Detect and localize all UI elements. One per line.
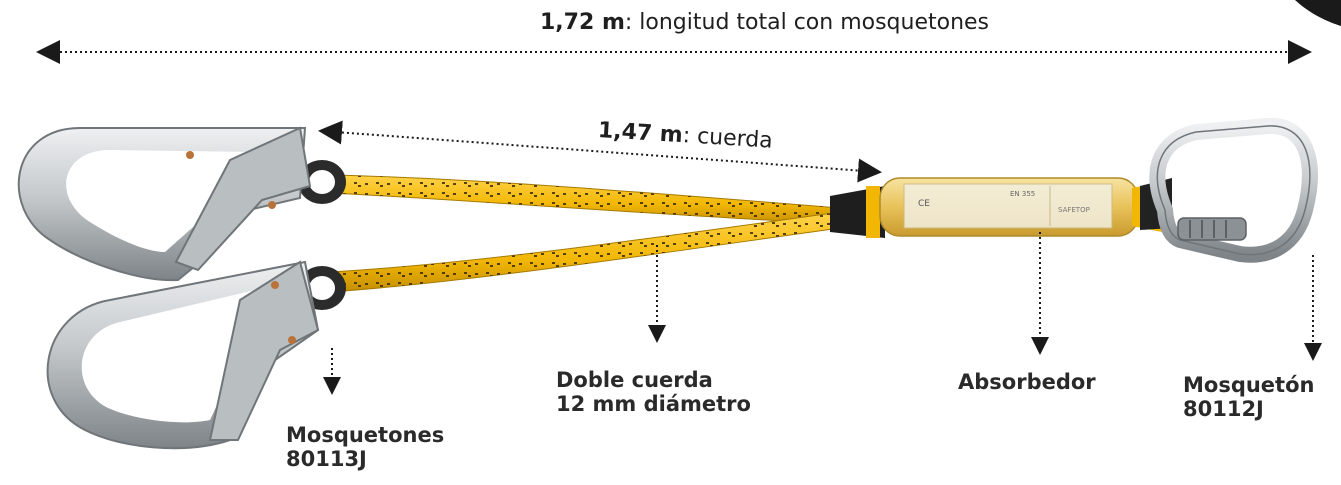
total-length-text: : longitud total con mosquetones: [624, 10, 990, 35]
absorber-callout: Absorbedor: [958, 370, 1096, 394]
rope-callout-line1: Doble cuerda: [556, 368, 713, 392]
absorber-callout-line1: Absorbedor: [958, 370, 1096, 394]
lower-scaffold-hook: [46, 260, 320, 450]
corner-decoration: [1295, 0, 1341, 26]
carabiner-callout-line2: 80112J: [1183, 397, 1264, 421]
hooks-callout-line2: 80113J: [286, 447, 367, 471]
rope-junction-band: [866, 186, 880, 238]
carabiner-callout: Mosquetón 80112J: [1183, 373, 1314, 421]
screw-carabiner: [1149, 117, 1318, 263]
carabiner-callout-line1: Mosquetón: [1183, 373, 1315, 397]
hooks-callout: Mosquetones 80113J: [286, 423, 444, 471]
rope-callout-line2: 12 mm diámetro: [556, 392, 751, 416]
absorber-standard: EN 355: [1010, 190, 1035, 198]
lower-rope: [329, 211, 841, 293]
upper-scaffold-hook: [17, 126, 312, 282]
total-length-label: 1,72 m: longitud total con mosquetones: [540, 10, 989, 35]
rope-callout: Doble cuerda 12 mm diámetro: [556, 368, 751, 416]
absorber-ce-mark: CE: [918, 199, 930, 209]
hooks-callout-line1: Mosquetones: [286, 423, 445, 447]
rope-length-value: 1,47 m: [597, 118, 684, 149]
energy-absorber: [879, 177, 1139, 237]
upper-rope-loop: [298, 160, 346, 204]
absorber-brand: SAFETOP: [1058, 206, 1090, 214]
total-length-value: 1,72 m: [540, 10, 625, 35]
upper-rope: [329, 174, 841, 225]
